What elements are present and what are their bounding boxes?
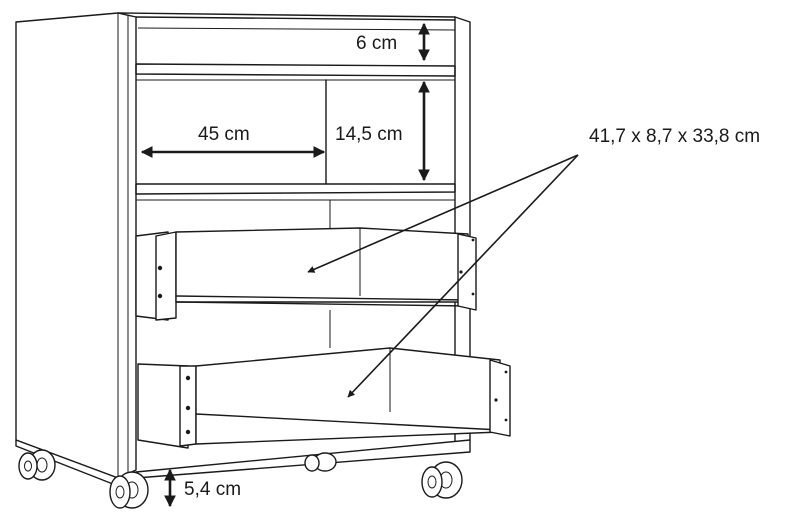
caster-front-left — [109, 471, 149, 509]
drawer-leader-upper — [307, 154, 579, 273]
drawer-size-label: 41,7 x 8,7 x 33,8 cm — [589, 126, 760, 147]
middle-shelf — [135, 183, 456, 195]
upper-drawer — [135, 227, 477, 321]
dimension-arrows — [140, 22, 579, 508]
upper-shelf — [135, 63, 456, 77]
caster-back-left — [18, 449, 56, 481]
lower-drawer — [137, 347, 511, 449]
drawer-leader-lower — [347, 154, 579, 398]
caster-wheels — [18, 449, 463, 509]
shelf-height-label: 14,5 cm — [335, 124, 403, 145]
dimension-labels: 6 cm 45 cm 14,5 cm 41,7 x 8,7 x 33,8 cm … — [184, 33, 760, 500]
caster-height-label: 5,4 cm — [184, 479, 241, 500]
top-compartment-height-label: 6 cm — [356, 33, 397, 54]
caster-back-middle — [304, 452, 337, 472]
shelf-width-label: 45 cm — [198, 124, 250, 145]
caster-front-right — [421, 461, 463, 499]
